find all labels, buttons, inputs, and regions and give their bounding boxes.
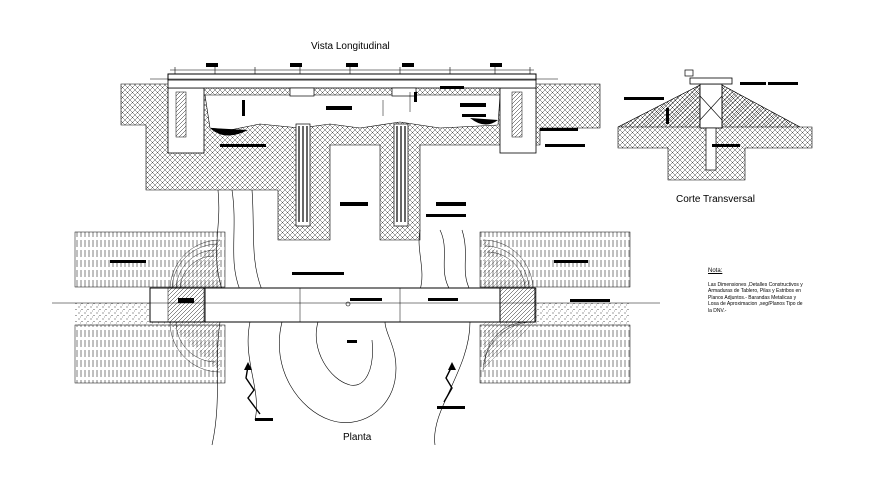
cross-section-pier xyxy=(699,83,723,129)
cross-section-view xyxy=(617,69,813,181)
title-corte-transversal: Corte Transversal xyxy=(676,194,755,205)
note-body: Las Dimensiones ,Detalles Constructivos … xyxy=(708,282,803,314)
longitudinal-view xyxy=(120,63,601,241)
note-heading: Nota: xyxy=(708,268,723,274)
pile-left xyxy=(295,123,311,227)
pile-right xyxy=(393,123,409,227)
river-channel xyxy=(204,94,501,131)
title-vista-longitudinal: Vista Longitudinal xyxy=(311,41,390,52)
plan-view xyxy=(52,189,660,446)
bridge-deck-plan xyxy=(149,287,536,323)
flow-arrow-icon xyxy=(245,365,453,415)
title-planta: Planta xyxy=(343,432,372,443)
